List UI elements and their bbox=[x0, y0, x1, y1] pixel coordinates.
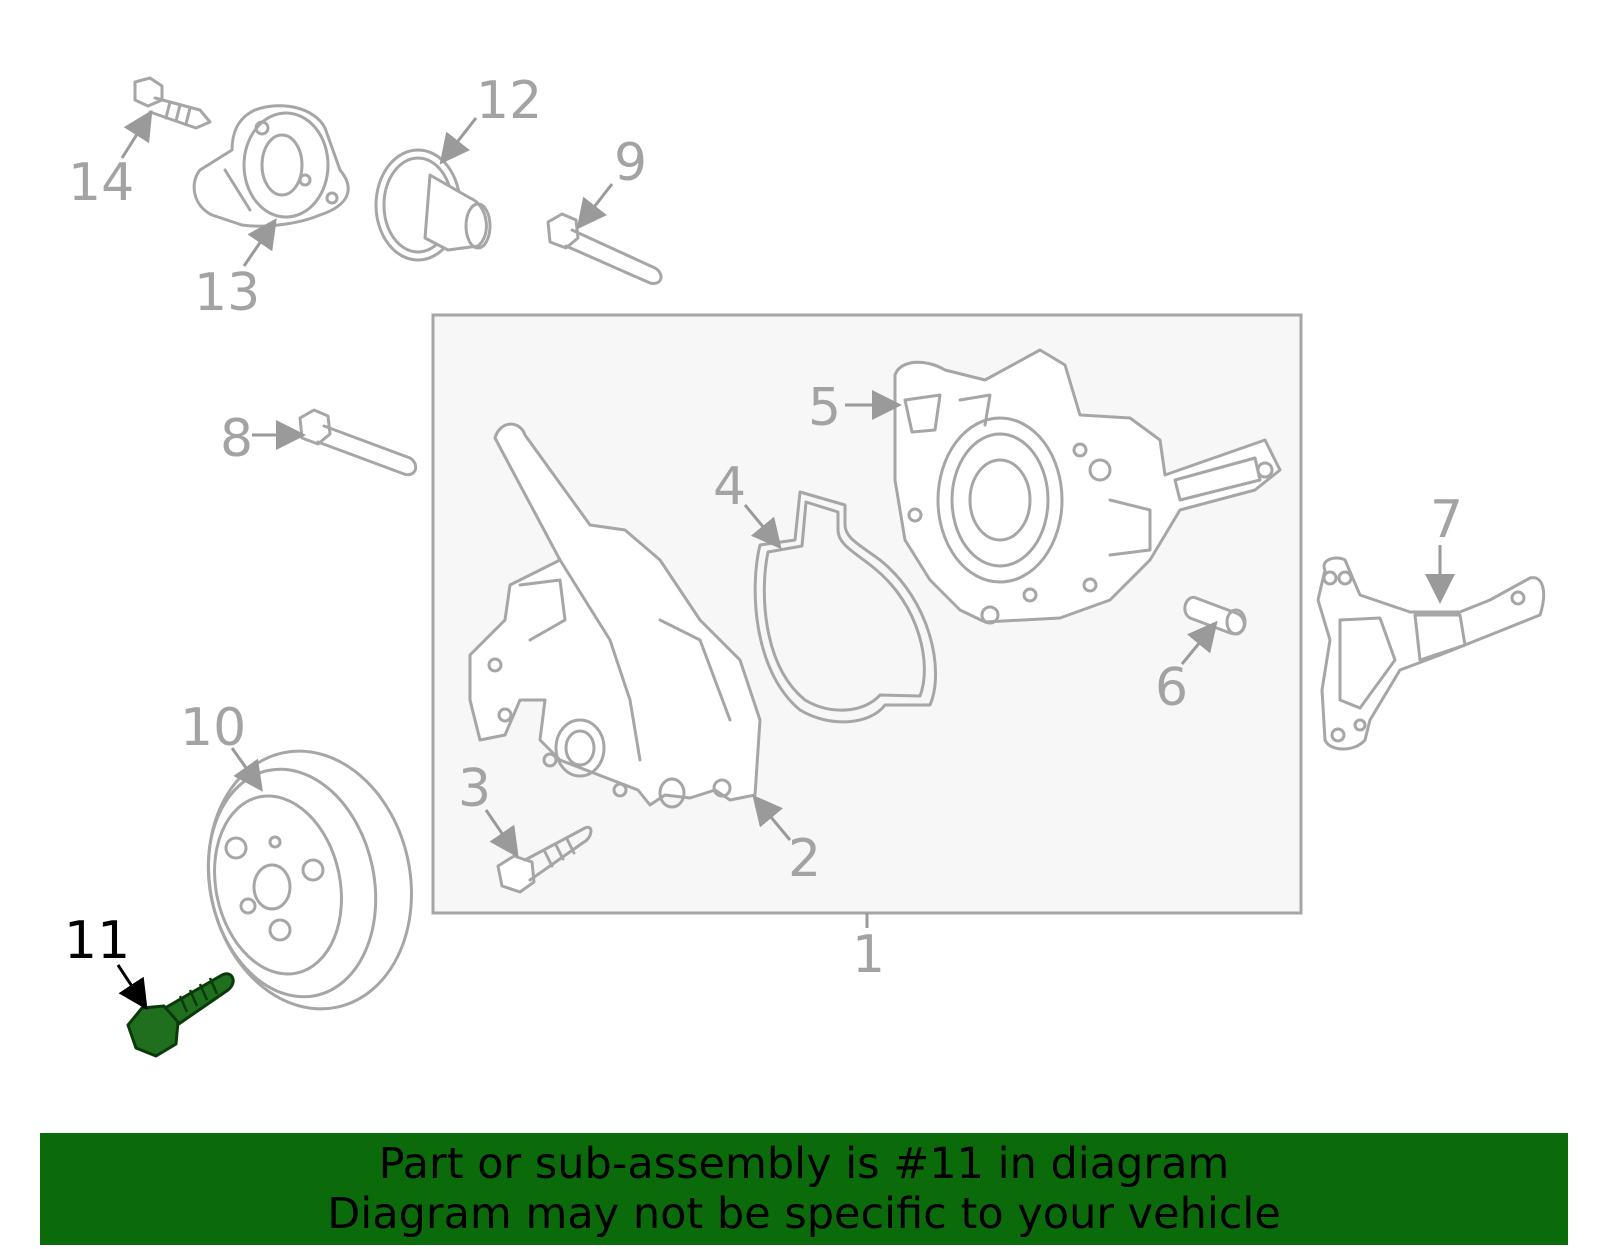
callout-13: 13 bbox=[194, 263, 260, 323]
leader-13 bbox=[242, 218, 277, 267]
callout-10: 10 bbox=[180, 698, 246, 758]
callout-6: 6 bbox=[1155, 658, 1188, 718]
part-11-bolt-highlighted bbox=[126, 972, 235, 1058]
info-banner: Part or sub-assembly is #11 in diagram D… bbox=[40, 1133, 1568, 1245]
part-2-water-pump bbox=[468, 422, 762, 809]
callout-1: 1 bbox=[852, 925, 885, 985]
banner-line-2: Diagram may not be specific to your vehi… bbox=[327, 1189, 1281, 1239]
callout-12: 12 bbox=[476, 71, 542, 131]
leader-2 bbox=[752, 794, 792, 841]
part-7-gasket bbox=[1316, 556, 1546, 751]
callout-2: 2 bbox=[788, 829, 821, 889]
part-8-bolt bbox=[298, 408, 418, 477]
part-10-pulley bbox=[206, 749, 413, 1011]
callout-11: 11 bbox=[64, 911, 130, 971]
leader-12 bbox=[439, 117, 478, 165]
leader-11 bbox=[116, 964, 148, 1011]
part-14-bolt bbox=[133, 76, 212, 130]
callout-14: 14 bbox=[68, 153, 134, 213]
leader-6 bbox=[1180, 620, 1218, 665]
part-12-thermostat bbox=[374, 148, 492, 262]
callout-5: 5 bbox=[808, 378, 841, 438]
part-4-gasket bbox=[753, 490, 937, 724]
leader-4 bbox=[743, 504, 782, 550]
part-9-bolt bbox=[546, 212, 663, 285]
leader-3 bbox=[484, 809, 519, 858]
callout-7: 7 bbox=[1430, 490, 1463, 550]
banner-line-1: Part or sub-assembly is #11 in diagram bbox=[378, 1139, 1230, 1189]
leader-14 bbox=[120, 109, 153, 159]
callout-4: 4 bbox=[713, 457, 746, 517]
callout-8: 8 bbox=[220, 409, 253, 469]
part-13-housing bbox=[192, 104, 350, 228]
leader-10 bbox=[230, 747, 263, 792]
leader-9 bbox=[576, 183, 614, 230]
callout-9: 9 bbox=[614, 133, 647, 193]
callout-3: 3 bbox=[458, 759, 491, 819]
part-6-pin bbox=[1183, 595, 1247, 636]
part-5-housing bbox=[893, 348, 1282, 625]
